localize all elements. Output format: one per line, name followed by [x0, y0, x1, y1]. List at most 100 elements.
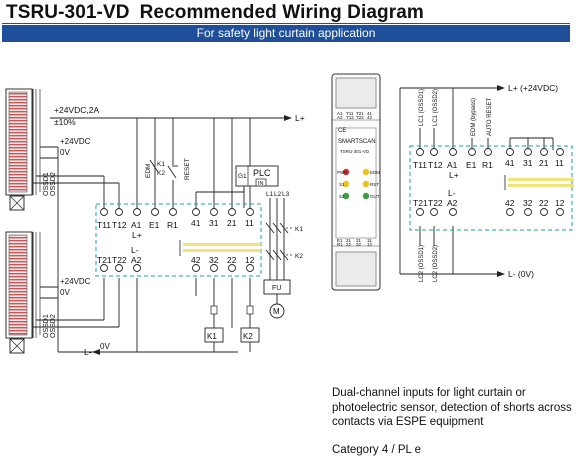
right-terminal-a1: A1: [447, 160, 458, 170]
right-terminal-12: 12: [555, 198, 565, 208]
right-a1-lplus: L+: [449, 170, 459, 180]
edm-label: EDM: [145, 164, 152, 178]
terminal-12: 12: [245, 255, 255, 265]
right-a2-lminus: L-: [448, 188, 456, 198]
fu-label: FU: [272, 285, 281, 292]
strip-top-t21: T21: [356, 111, 364, 116]
right-terminal-22: 22: [539, 198, 549, 208]
k1-coil: [204, 327, 224, 343]
terminal-21: 21: [227, 218, 237, 228]
right-terminal-t11: T11: [413, 160, 427, 170]
terminal-31: 31: [209, 218, 219, 228]
strip-bottom-r1: R1: [337, 242, 343, 247]
highlight-bar: [183, 249, 261, 252]
curtain2-supply-label: +24VDC: [60, 277, 91, 286]
terminal-a1: A1: [131, 220, 142, 230]
ce-mark: CE: [338, 128, 346, 134]
description-text: Dual-channel inputs for light curtain or…: [332, 387, 572, 428]
strip-top-a1: A1: [337, 111, 343, 116]
terminal-r1: R1: [167, 220, 178, 230]
model-number: TSRU-301-VD: [6, 2, 130, 23]
plc-g1-label: G1: [238, 173, 247, 180]
diagram-title: Recommended Wiring Diagram: [139, 2, 424, 23]
highlight-bar: [183, 243, 261, 246]
terminal-t21: T21: [97, 255, 112, 265]
l-minus-label: L-: [84, 347, 92, 357]
right-terminal-a2: A2: [447, 198, 458, 208]
light-curtain-1: [5, 88, 41, 211]
motor-label: M: [273, 307, 280, 316]
terminal-11: 11: [245, 218, 254, 228]
strip-top-a2: A2: [337, 115, 343, 120]
l1-label: L1: [266, 191, 274, 198]
terminal-t11: T11: [97, 220, 111, 230]
lc1-ossd2-label: LC1 (OSSD2): [433, 89, 439, 126]
page-title: TSRU-301-VD Recommended Wiring Diagram: [6, 2, 424, 24]
strip-bottom-11: 11: [367, 238, 372, 243]
strip-top-42: 42: [367, 115, 373, 120]
terminal-t12: T12: [112, 220, 127, 230]
right-terminal-42: 42: [505, 198, 515, 208]
strip-bottom-22: 22: [346, 242, 352, 247]
k1-coil-label: K1: [207, 332, 217, 341]
l-plus-label: L+: [295, 113, 305, 123]
curtain1-ossd2-label: OSSD2: [50, 172, 57, 196]
right-terminal-41: 41: [505, 158, 515, 168]
plc-label: PLC: [253, 168, 271, 178]
strip-top-t12: T12: [346, 115, 354, 120]
strip-top-t11: T11: [346, 111, 354, 116]
k2-coil-label: K2: [243, 332, 253, 341]
l2-label: L2: [274, 191, 282, 198]
application-banner: For safety light curtain application: [2, 25, 570, 42]
curtain2-0v-label: 0V: [60, 288, 70, 297]
title-rule: [2, 23, 570, 24]
lc1-ossd1-label: LC1 (OSSD1): [419, 89, 425, 126]
edm-bypass-label: EDM (bypass): [471, 98, 477, 136]
curtain2-ossd2-label: OSSD2: [50, 314, 57, 338]
terminal-42: 42: [191, 255, 201, 265]
l3-label: L3: [282, 191, 290, 198]
device-brand: SMARTSCAN: [338, 139, 376, 145]
edm-k1-label: K1: [157, 161, 165, 168]
supply-tolerance-label: ±10%: [54, 117, 76, 127]
right-terminal-32: 32: [523, 198, 533, 208]
right-terminal-21: 21: [539, 158, 549, 168]
strip-bottom-e1: E1: [337, 238, 343, 243]
plc-in-label: IN: [258, 181, 264, 187]
led-label-s2: S2: [339, 194, 345, 199]
motor: [269, 303, 285, 319]
right-terminal-e1: E1: [466, 160, 477, 170]
curtain1-0v-label: 0V: [60, 148, 70, 157]
strip-bottom-32: 32: [356, 242, 362, 247]
right-l-minus-label: L- (0V): [508, 269, 534, 279]
a2-lminus-label: L-: [131, 245, 139, 255]
right-terminal-31: 31: [523, 158, 533, 168]
lc2-ossd2-label: LC2 (OSSD2): [433, 245, 439, 282]
supply-voltage-label: +24VDC,2A: [54, 105, 99, 115]
light-curtain-2: [5, 231, 41, 354]
right-terminal-r1: R1: [482, 160, 493, 170]
right-terminal-t22: T22: [428, 198, 443, 208]
auto-reset-label: AUTO RESET: [487, 97, 493, 136]
curtain2-ossd1-label: OSSD1: [43, 314, 50, 338]
highlight-bar-right: [508, 184, 574, 187]
led-label-rst: RST: [370, 182, 379, 187]
lc2-ossd1-label: LC2 (OSSD1): [419, 245, 425, 282]
strip-bottom-21: 21: [346, 238, 352, 243]
led-label-edm: EDM: [370, 170, 380, 175]
terminal-e1: E1: [149, 220, 160, 230]
led-label-out: OUT: [370, 194, 380, 199]
right-l-plus-label: L+ (+24VDC): [508, 83, 558, 93]
strip-top-t22: T22: [356, 115, 364, 120]
led-label-pwr: PWR: [337, 170, 348, 175]
edm-k2-label: K2: [157, 170, 165, 177]
relay-device: [331, 73, 381, 291]
device-model: TSRU-301-VD: [340, 149, 370, 154]
terminal-32: 32: [209, 255, 219, 265]
reset-label: RESET: [184, 158, 191, 180]
led-label-s1: S1: [339, 182, 345, 187]
right-terminal-t21: T21: [413, 198, 428, 208]
curtain1-supply-label: +24VDC: [60, 137, 91, 146]
k2-contact-label: K2: [295, 253, 303, 260]
